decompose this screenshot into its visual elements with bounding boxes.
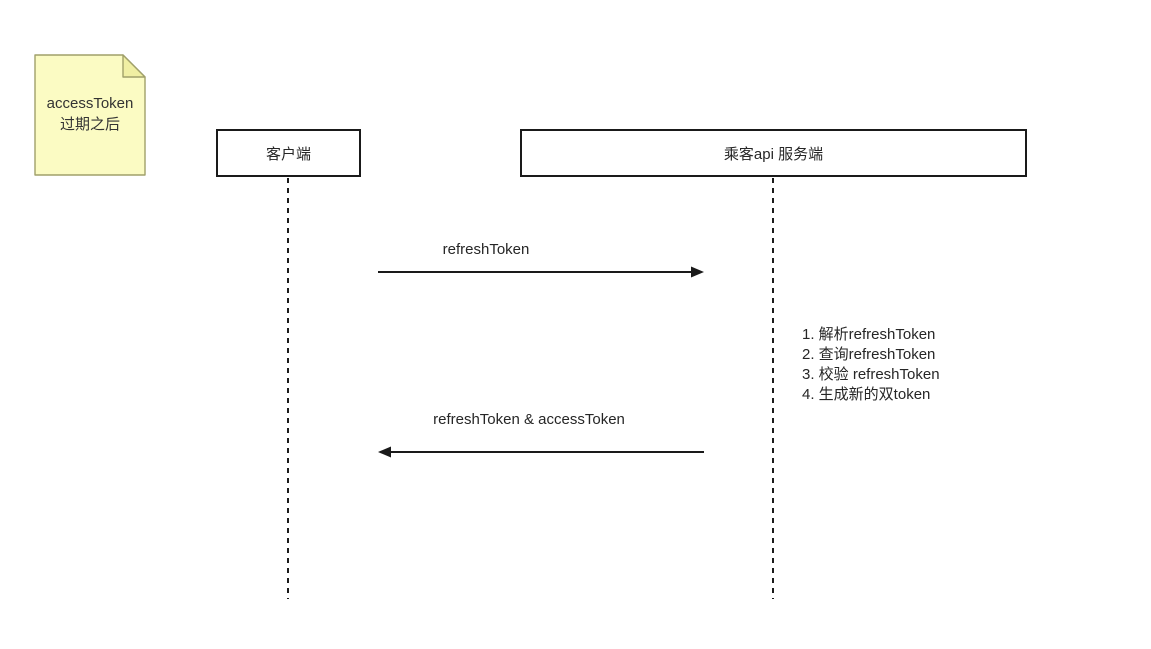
message-label-request: refreshToken bbox=[442, 241, 530, 258]
message-label-response: refreshToken & accessToken bbox=[433, 411, 625, 428]
actor-client-label: 客户端 bbox=[265, 145, 311, 163]
server-step: 3. 校验 refreshToken bbox=[802, 366, 940, 383]
actor-client-box: 客户端 bbox=[216, 129, 361, 177]
note-body bbox=[34, 54, 146, 176]
arrow-left-head-icon bbox=[378, 446, 391, 458]
actor-server-box: 乘客api 服务端 bbox=[520, 129, 1027, 177]
arrow-right-head-icon bbox=[691, 266, 704, 278]
message-arrow-request bbox=[378, 266, 704, 278]
server-step: 1. 解析refreshToken bbox=[802, 326, 936, 343]
server-step: 4. 生成新的双token bbox=[802, 386, 931, 403]
actor-server-label: 乘客api 服务端 bbox=[723, 145, 824, 163]
note-line: accessToken bbox=[46, 95, 134, 112]
message-arrow-response bbox=[378, 446, 704, 458]
server-step: 2. 查询refreshToken bbox=[802, 346, 936, 363]
note-shape bbox=[34, 54, 146, 176]
note-line: 过期之后 bbox=[59, 116, 120, 133]
note-text: accessToken 过期之后 bbox=[34, 93, 146, 135]
server-steps-list: 1. 解析refreshToken 2. 查询refreshToken 3. 校… bbox=[802, 325, 940, 405]
note-fold-corner-icon bbox=[122, 54, 146, 78]
